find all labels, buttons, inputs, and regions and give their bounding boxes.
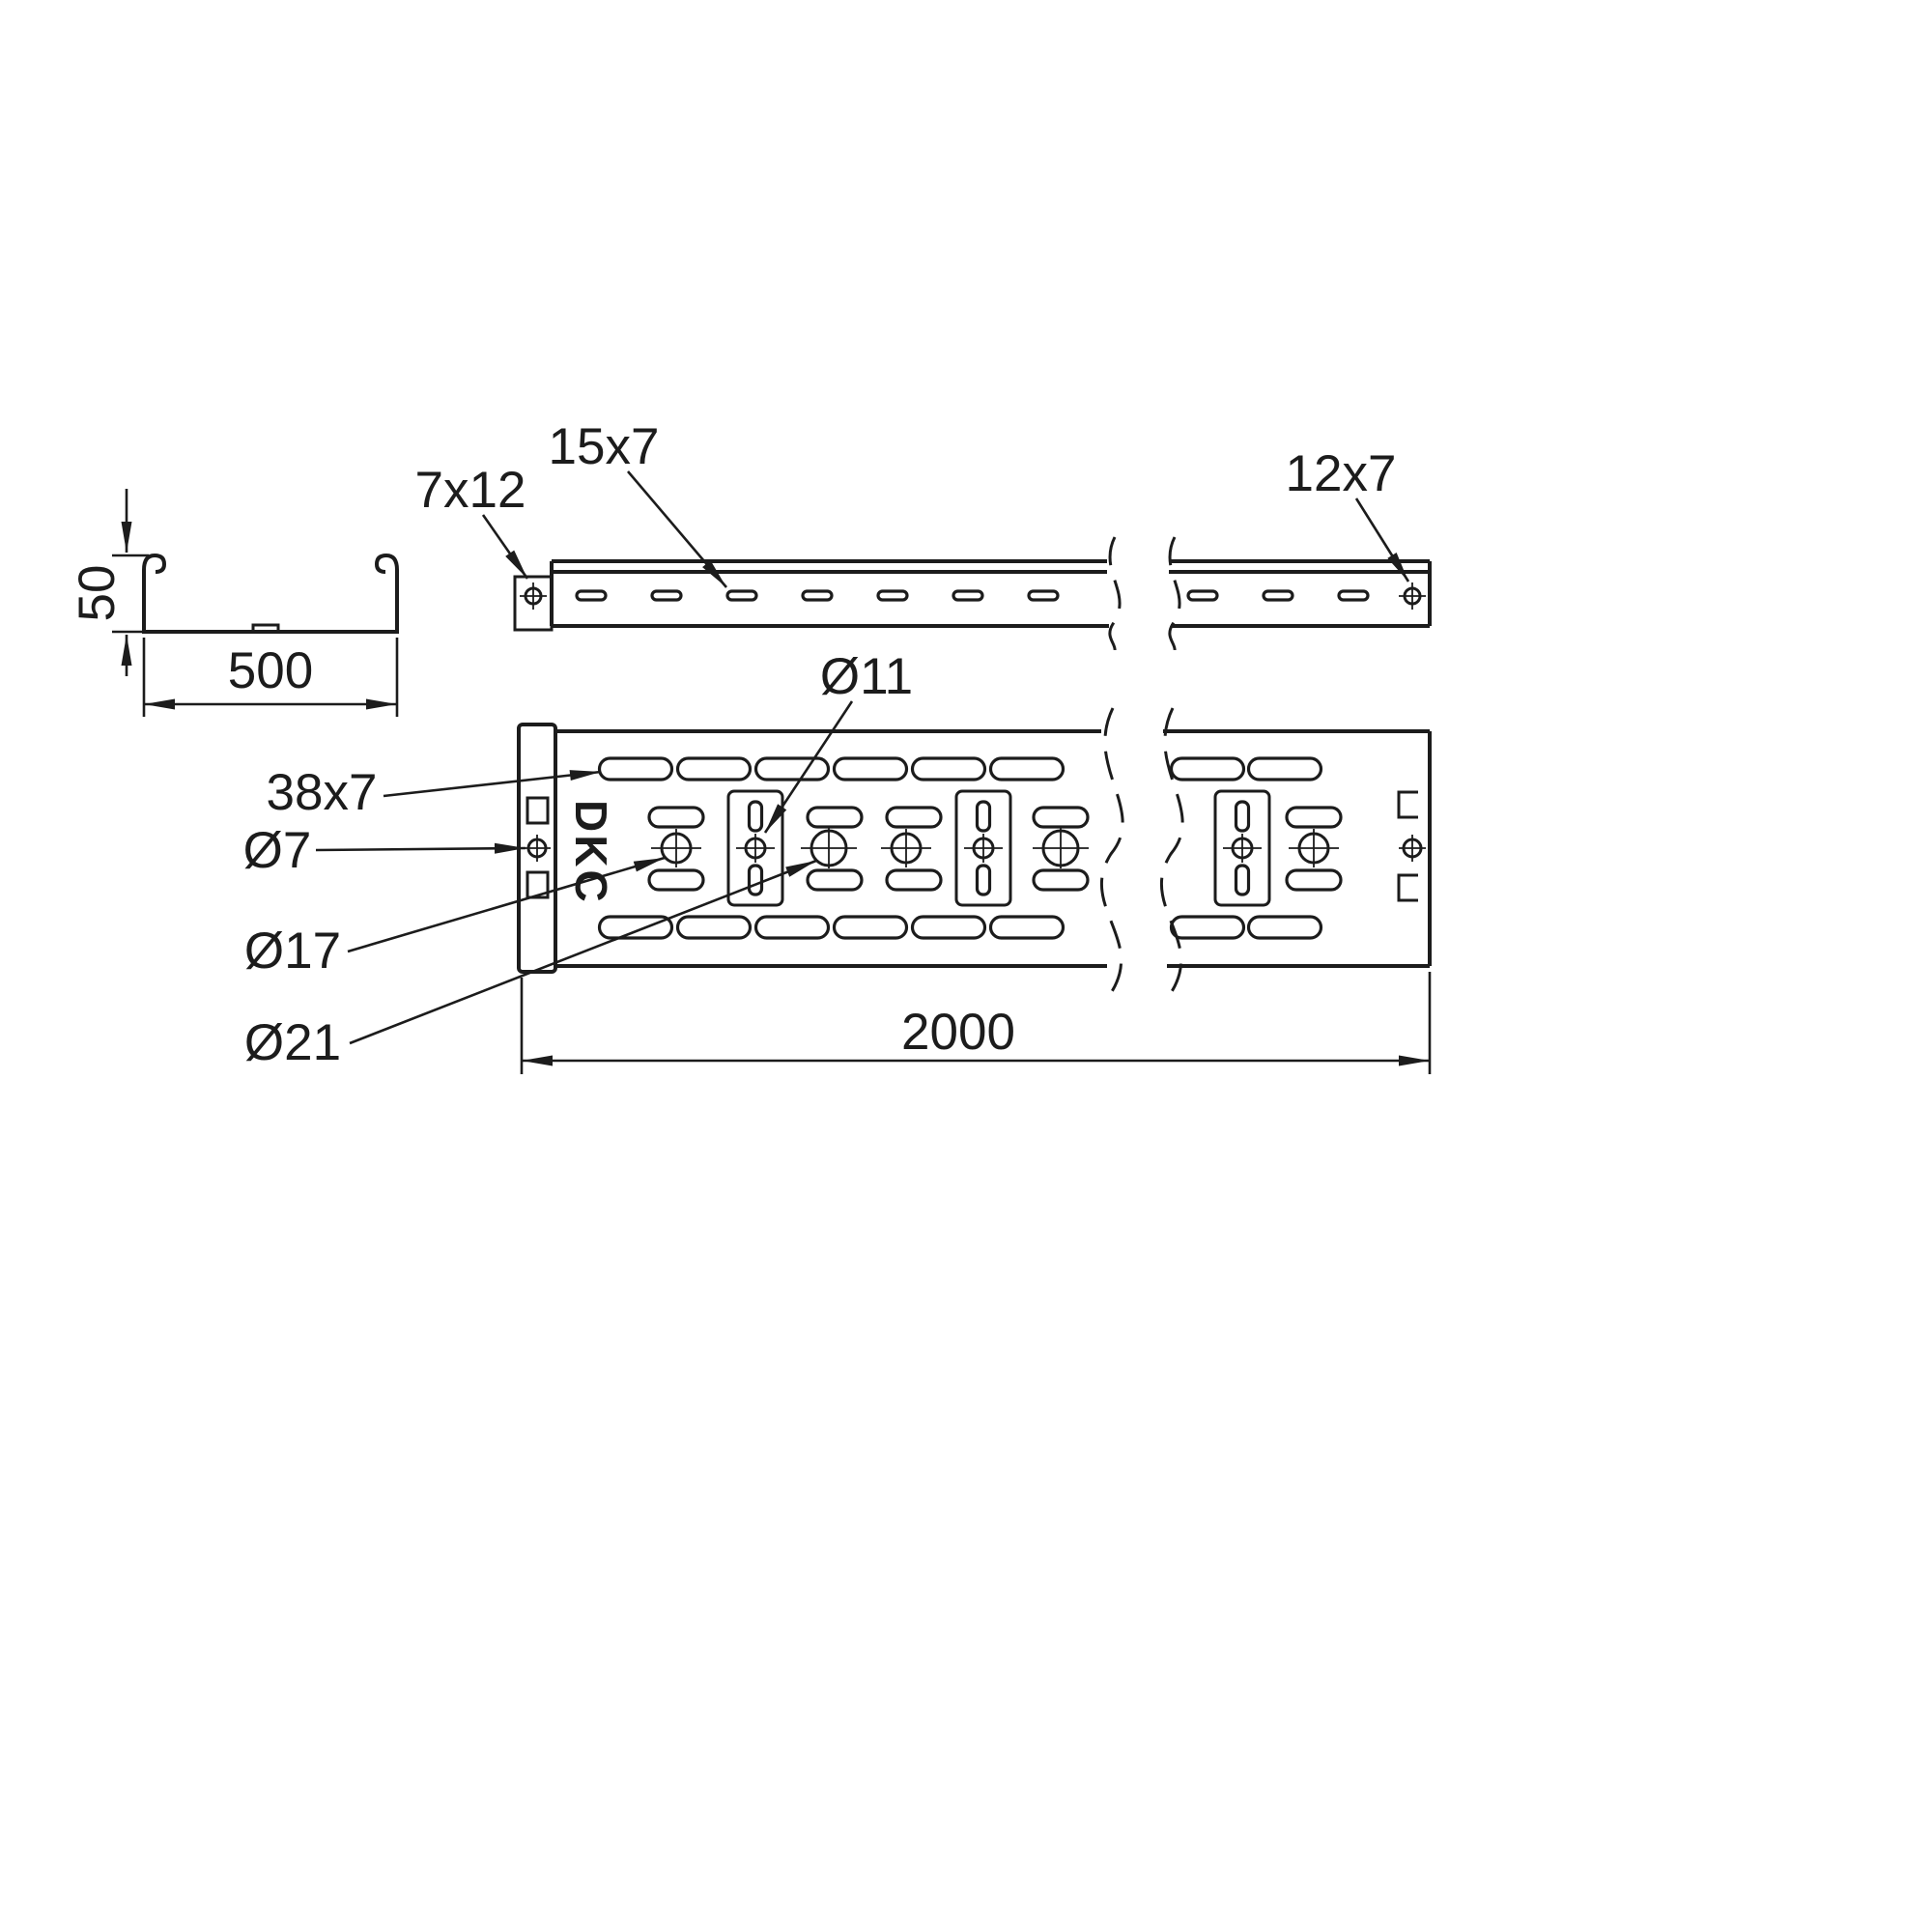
plan-bottom-slot-leader — [383, 770, 602, 798]
side-right-end-slot-label: 12x7 — [1286, 445, 1397, 502]
side-label-15x7: 15x7 — [549, 418, 727, 588]
plan-plate-hole-leader — [763, 700, 854, 834]
plan-view: DKC 38x7 Ø7 Ø17 Ø21 Ø11 2000 — [243, 648, 1432, 1074]
plan-connector-square-hole-top — [526, 796, 550, 825]
brand-logo-text: DKC — [566, 800, 616, 905]
section-height-dim-label: 50 — [69, 565, 126, 622]
section-height-dimension: 50 — [69, 489, 149, 676]
plan-right-hook-top — [1397, 790, 1418, 819]
plan-length-dimension: 2000 — [520, 972, 1432, 1074]
plan-label-d21: Ø21 — [244, 859, 817, 1071]
section-left-wall — [142, 554, 166, 632]
plan-body — [517, 723, 1432, 974]
plan-end-hole-leader — [315, 842, 526, 854]
plan-plate-hole-label: Ø11 — [820, 648, 913, 705]
plan-coupler-plates — [726, 789, 1271, 907]
plan-slot-row-lower-middle — [647, 868, 1343, 892]
section-view: 50 500 — [69, 489, 399, 717]
side-wall-slots — [575, 589, 1370, 602]
plan-break-lines — [1099, 707, 1184, 994]
side-right-end-slot-leader — [1354, 497, 1410, 582]
section-profile — [142, 554, 399, 634]
plan-slot-row-bottom — [597, 915, 1323, 940]
plan-round-holes — [651, 828, 1339, 868]
plan-bottom-slot-label: 38x7 — [267, 764, 378, 821]
section-bottom-slot-mark — [251, 623, 280, 634]
section-right-wall — [375, 554, 399, 632]
side-label-12x7: 12x7 — [1286, 445, 1410, 582]
plan-slot-row-upper-middle — [647, 806, 1343, 829]
side-left-end-slot-leader — [481, 514, 529, 580]
plan-label-38x7: 38x7 — [267, 764, 602, 821]
section-width-dim-label: 500 — [228, 642, 313, 699]
plan-label-d17: Ø17 — [244, 856, 666, 980]
plan-large-hole-label: Ø21 — [244, 1014, 341, 1071]
plan-round-hole-leader — [347, 856, 666, 953]
plan-round-hole-label: Ø17 — [244, 923, 341, 980]
section-width-dimension: 500 — [142, 638, 399, 717]
plan-right-hook-bottom — [1397, 873, 1418, 902]
plan-label-d11: Ø11 — [763, 648, 913, 834]
side-break-lines — [1108, 536, 1181, 656]
plan-connector-square-hole-bottom — [526, 870, 550, 899]
side-body — [513, 559, 1432, 632]
plan-large-hole-leader — [349, 859, 817, 1045]
side-left-end-slot-label: 7x12 — [415, 462, 526, 519]
side-wall-slot-label: 15x7 — [549, 418, 660, 475]
side-label-7x12: 7x12 — [415, 462, 529, 580]
side-view: 7x12 15x7 12x7 — [415, 418, 1432, 656]
plan-label-d7: Ø7 — [243, 822, 526, 879]
plan-length-dim-label: 2000 — [901, 1004, 1015, 1061]
side-wall-slot-leader — [627, 470, 727, 588]
plan-end-hole-label: Ø7 — [243, 822, 312, 879]
plan-slot-row-top — [597, 756, 1323, 781]
